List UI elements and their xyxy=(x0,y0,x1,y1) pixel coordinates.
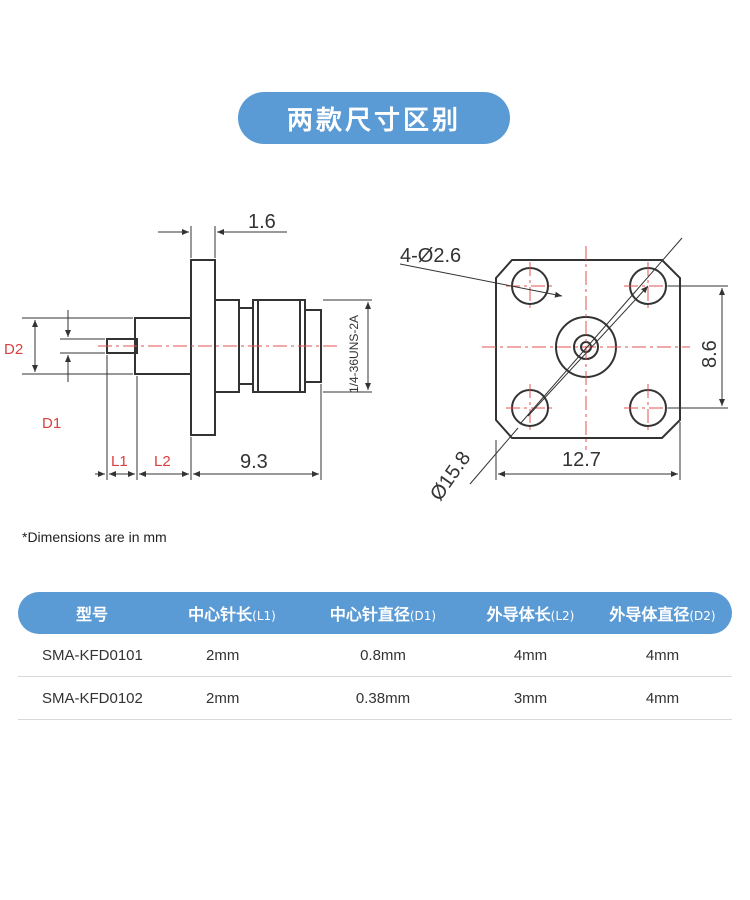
cell-outer-diameter: 4mm xyxy=(645,689,680,707)
cell-outer-length: 4mm xyxy=(513,646,548,664)
header-pin-length: 中心针长(L1) xyxy=(188,605,276,624)
cell-model: SMA-KFD0101 xyxy=(42,646,143,664)
front-view xyxy=(495,259,681,439)
cell-pin-length: 2mm xyxy=(206,689,240,707)
dim-12-7: 12.7 xyxy=(562,449,601,471)
dimensions-note: *Dimensions are in mm xyxy=(22,529,167,545)
label-l2: L2 xyxy=(154,453,171,470)
dim-15-8: Ø15.8 xyxy=(426,448,475,505)
flange xyxy=(190,259,216,436)
dim-9-3: 9.3 xyxy=(240,451,268,473)
header-model: 型号 xyxy=(75,605,108,624)
header-pin-diameter: 中心针直径(D1) xyxy=(329,605,437,624)
table-header: 型号 中心针长(L1) 中心针直径(D1) 外导体长(L2) 外导体直径(D2) xyxy=(18,592,732,634)
thread-label: 1/4-36UNS-2A xyxy=(347,315,361,393)
table-row: SMA-KFD0101 2mm 0.8mm 4mm 4mm xyxy=(18,634,732,677)
side-view xyxy=(106,259,322,436)
header-outer-diameter: 外导体直径(D2) xyxy=(609,605,716,624)
label-l1: L1 xyxy=(111,453,128,470)
cell-pin-diameter: 0.8mm xyxy=(360,646,406,664)
cell-pin-length: 2mm xyxy=(206,646,240,664)
table-row: SMA-KFD0102 2mm 0.38mm 3mm 4mm xyxy=(18,677,732,720)
spec-table: 型号 中心针长(L1) 中心针直径(D1) 外导体长(L2) 外导体直径(D2)… xyxy=(18,592,732,720)
dim-1-6: 1.6 xyxy=(248,211,276,233)
dimension-drawing: 1.6 9.3 1/4-36UNS-2A D2 D1 L1 L2 xyxy=(4,211,728,505)
label-d1: D1 xyxy=(42,415,61,432)
dim-8-6: 8.6 xyxy=(699,340,721,368)
cell-pin-diameter: 0.38mm xyxy=(355,689,411,707)
cell-outer-length: 3mm xyxy=(513,689,548,707)
label-d2: D2 xyxy=(4,341,23,358)
header-outer-length: 外导体长(L2) xyxy=(486,605,575,624)
section-title: 两款尺寸区别 xyxy=(238,92,510,144)
flange-outline xyxy=(495,259,681,439)
front-dimensions xyxy=(399,237,728,485)
hole-label: 4-Ø2.6 xyxy=(400,245,461,267)
cell-model: SMA-KFD0102 xyxy=(42,689,143,707)
side-dimensions xyxy=(22,226,372,480)
cell-outer-diameter: 4mm xyxy=(645,646,680,664)
